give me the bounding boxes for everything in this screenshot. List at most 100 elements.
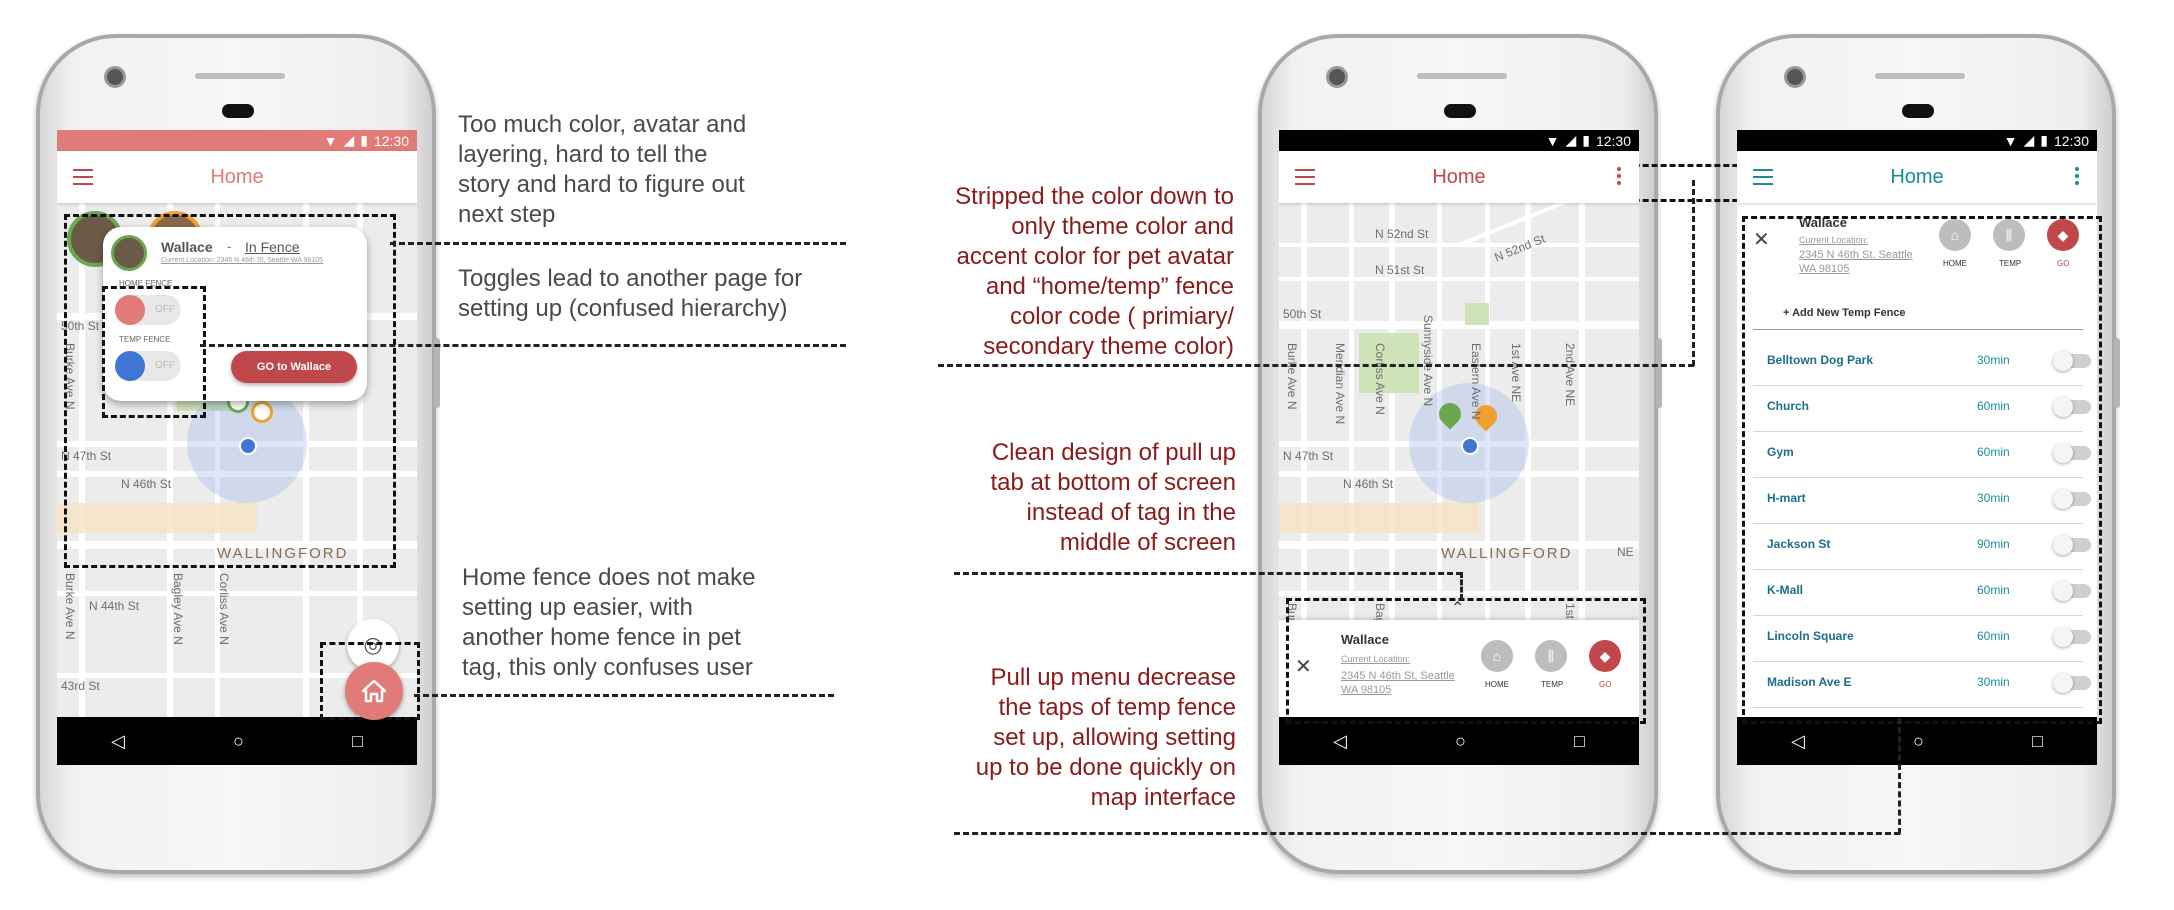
go-to-pet-button[interactable]: GO to Wallace bbox=[231, 351, 357, 383]
menu-icon[interactable] bbox=[1295, 169, 1315, 185]
recents-icon[interactable]: □ bbox=[2032, 730, 2043, 751]
fence-toggle[interactable] bbox=[2053, 397, 2091, 417]
go-label: GO bbox=[2057, 259, 2070, 268]
street-label: 1st Ave NE bbox=[1509, 343, 1523, 403]
home-nav-icon[interactable]: ○ bbox=[1913, 730, 1924, 751]
street-label: N 47th St bbox=[61, 449, 112, 463]
temp-fence-button[interactable]: ⫼ bbox=[1993, 219, 2025, 251]
fence-name: K-Mall bbox=[1767, 583, 1803, 597]
fence-name: H-mart bbox=[1767, 491, 1806, 505]
speaker-grille bbox=[1875, 73, 1965, 79]
street-label: Burke Ave N bbox=[63, 573, 77, 640]
fence-toggle[interactable] bbox=[2053, 535, 2091, 555]
signal-icon: ◢ bbox=[2023, 132, 2035, 148]
front-camera bbox=[1784, 66, 1806, 88]
battery-icon: ▮ bbox=[360, 132, 368, 148]
fence-name: Lincoln Square bbox=[1767, 629, 1854, 643]
street-label: Corliss Ave N bbox=[1373, 343, 1387, 415]
home-fence-toggle[interactable]: OFF bbox=[115, 295, 181, 325]
street-label: Meridian Ave N bbox=[1333, 343, 1347, 425]
status-time: 12:30 bbox=[2053, 132, 2089, 149]
connector-line bbox=[390, 242, 846, 245]
back-icon[interactable]: ◁ bbox=[1791, 730, 1805, 751]
fence-toggle[interactable] bbox=[2053, 489, 2091, 509]
fence-name: Jackson St bbox=[1767, 537, 1831, 551]
street-label: Eastern Ave N bbox=[1469, 343, 1483, 420]
pull-up-chevron-icon[interactable]: ⌃ bbox=[1451, 600, 1465, 617]
screen-1: ▼ ◢ ▮ 12:30 Home bbox=[57, 130, 417, 765]
system-nav-bar: ◁ ○ □ bbox=[1737, 717, 2097, 765]
fence-name: Gym bbox=[1767, 445, 1794, 459]
speaker-grille bbox=[195, 73, 285, 79]
app-bar: Home bbox=[57, 151, 417, 203]
home-nav-icon[interactable]: ○ bbox=[233, 730, 244, 751]
temp-fence-button[interactable]: ⫼ bbox=[1535, 640, 1567, 672]
home-fence-button[interactable]: ⌂ bbox=[1481, 640, 1513, 672]
fence-list-item[interactable]: Belltown Dog Park 30min bbox=[1753, 339, 2091, 386]
screen-3: ▼ ◢ ▮ 12:30 Home ✕ Wallace Current Locat… bbox=[1737, 130, 2097, 765]
temp-fence-label: TEMP bbox=[1541, 680, 1564, 689]
pull-up-sheet[interactable]: ⌃ ✕ Wallace Current Location: 2345 N 46t… bbox=[1279, 600, 1639, 717]
status-time: 12:30 bbox=[373, 132, 409, 149]
add-temp-fence-button[interactable]: + Add New Temp Fence bbox=[1783, 307, 1906, 319]
connector-line bbox=[938, 364, 1694, 367]
front-camera bbox=[1326, 66, 1348, 88]
app-bar: Home bbox=[1737, 151, 2097, 203]
home-nav-icon[interactable]: ○ bbox=[1455, 730, 1466, 751]
highlight-box bbox=[1286, 598, 1646, 724]
highlight-box bbox=[64, 214, 396, 568]
back-icon[interactable]: ◁ bbox=[1333, 730, 1347, 751]
connector-line bbox=[1898, 718, 1901, 834]
battery-icon: ▮ bbox=[2040, 132, 2048, 148]
street-label: N 46th St bbox=[121, 477, 172, 491]
system-nav-bar: ◁ ○ □ bbox=[57, 717, 417, 765]
wifi-icon: ▼ bbox=[2003, 132, 2018, 149]
fence-toggle[interactable] bbox=[2053, 351, 2091, 371]
pet-info-card: Wallace - In Fence Current Location: 234… bbox=[103, 227, 367, 401]
more-options-icon[interactable] bbox=[1617, 167, 1621, 187]
street-label: N 51st St bbox=[1375, 263, 1425, 277]
page-title: Home bbox=[1890, 166, 1944, 188]
street-label: N 52nd St bbox=[1375, 227, 1429, 241]
close-icon[interactable]: ✕ bbox=[1753, 229, 1770, 251]
more-options-icon[interactable] bbox=[2075, 167, 2079, 187]
system-nav-bar: ◁ ○ □ bbox=[1279, 717, 1639, 765]
menu-icon[interactable] bbox=[73, 169, 93, 185]
location-label: Current Location: bbox=[1341, 654, 1411, 664]
proximity-sensor bbox=[1902, 104, 1934, 118]
close-icon[interactable]: ✕ bbox=[1295, 656, 1312, 678]
fence-status-link[interactable]: In Fence bbox=[245, 239, 300, 255]
recents-icon[interactable]: □ bbox=[352, 730, 363, 751]
recents-icon[interactable]: □ bbox=[1574, 730, 1585, 751]
go-button[interactable]: ◆ bbox=[1589, 640, 1621, 672]
fence-name: Belltown Dog Park bbox=[1767, 353, 1874, 367]
fence-toggle[interactable] bbox=[2053, 581, 2091, 601]
home-fence-button[interactable]: ⌂ bbox=[1939, 219, 1971, 251]
fence-duration: 30min bbox=[1977, 353, 2010, 367]
home-icon[interactable] bbox=[345, 662, 403, 720]
menu-icon[interactable] bbox=[1753, 169, 1773, 185]
pet-avatar bbox=[111, 235, 147, 271]
fence-name: Madison Ave E bbox=[1767, 675, 1852, 689]
street-label: Burke Ave N bbox=[1285, 343, 1299, 410]
signal-icon: ◢ bbox=[343, 132, 355, 148]
neighborhood-label: WALLINGFORD bbox=[217, 545, 349, 562]
fence-toggle[interactable] bbox=[2053, 673, 2091, 693]
street-label: Bagley Ave N bbox=[171, 573, 185, 645]
fence-toggle[interactable] bbox=[2053, 443, 2091, 463]
fence-toggle[interactable] bbox=[2053, 627, 2091, 647]
go-button[interactable]: ◆ bbox=[2047, 219, 2079, 251]
back-icon[interactable]: ◁ bbox=[111, 730, 125, 751]
connector-line bbox=[1460, 572, 1463, 600]
temp-fence-toggle[interactable]: OFF bbox=[115, 351, 181, 381]
